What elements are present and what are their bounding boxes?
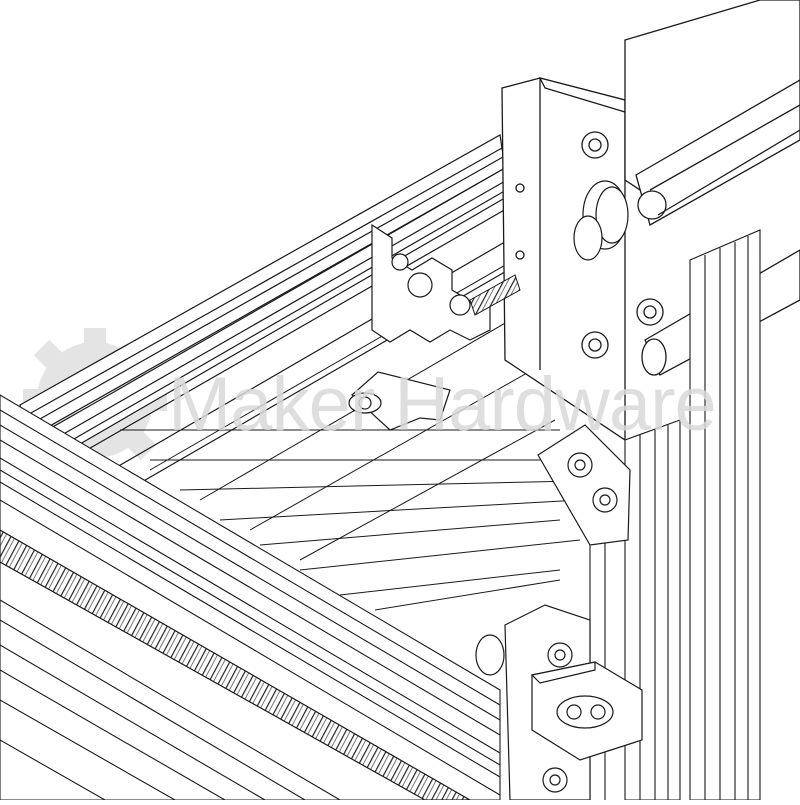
hex-screw-icon [358,396,372,410]
threaded-rod [469,274,521,316]
extrusion-profile-end [371,223,491,343]
gusset-bracket [537,424,631,546]
top-rail-grid [120,244,621,611]
corner-bracket [348,371,451,431]
gantry-plate [501,77,664,442]
bearing-coupler [573,180,629,261]
front-aluminum-extrusion [0,394,501,801]
corner-cube [530,661,643,761]
